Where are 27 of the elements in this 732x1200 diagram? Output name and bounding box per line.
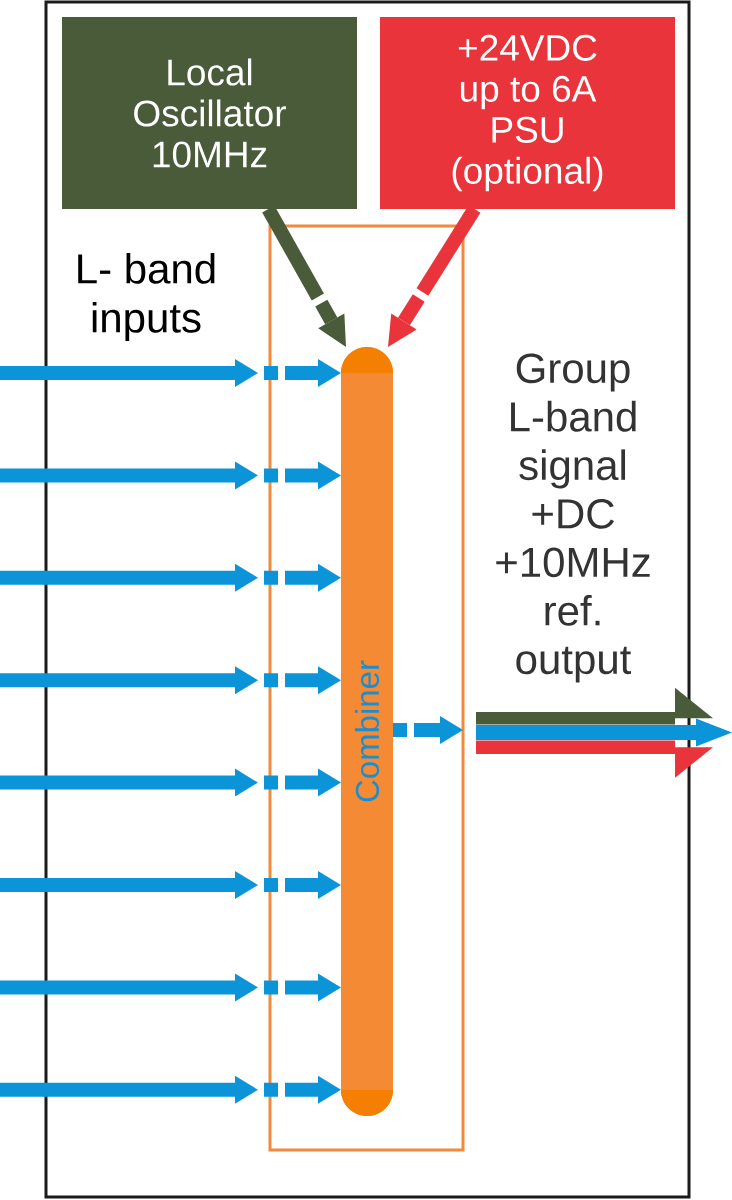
dashed-arrow	[264, 768, 341, 797]
arrow	[0, 359, 258, 387]
module-box: Local Oscillator 10MHz	[62, 17, 357, 209]
arrow	[476, 687, 713, 725]
text-label: L- band inputs	[78, 252, 215, 342]
combiner-frame	[268, 224, 465, 1152]
text-label: Group L-band signal +DC +10MHz ref. output	[496, 353, 650, 683]
arrow	[476, 718, 732, 747]
module-box: +24VDC up to 6A PSU (optional)	[380, 17, 675, 209]
dashed-arrow	[264, 1075, 341, 1104]
dashed-arrow	[264, 359, 341, 387]
arrow	[0, 461, 258, 490]
arrow	[0, 973, 258, 1002]
dashed-arrow	[393, 716, 463, 744]
dashed-arrow	[264, 461, 341, 490]
dashed-arrow	[264, 666, 341, 695]
arrow	[0, 666, 258, 695]
dashed-arrow	[264, 563, 341, 592]
arrow	[0, 871, 258, 899]
arrow	[476, 740, 713, 778]
dashed-arrow	[264, 871, 341, 899]
arrow	[0, 563, 258, 592]
arrow	[0, 1075, 258, 1104]
dashed-arrow	[264, 973, 341, 1002]
combiner-bar: Combiner	[341, 347, 393, 1116]
arrow	[0, 768, 258, 797]
enclosure-frame	[44, 0, 691, 1199]
